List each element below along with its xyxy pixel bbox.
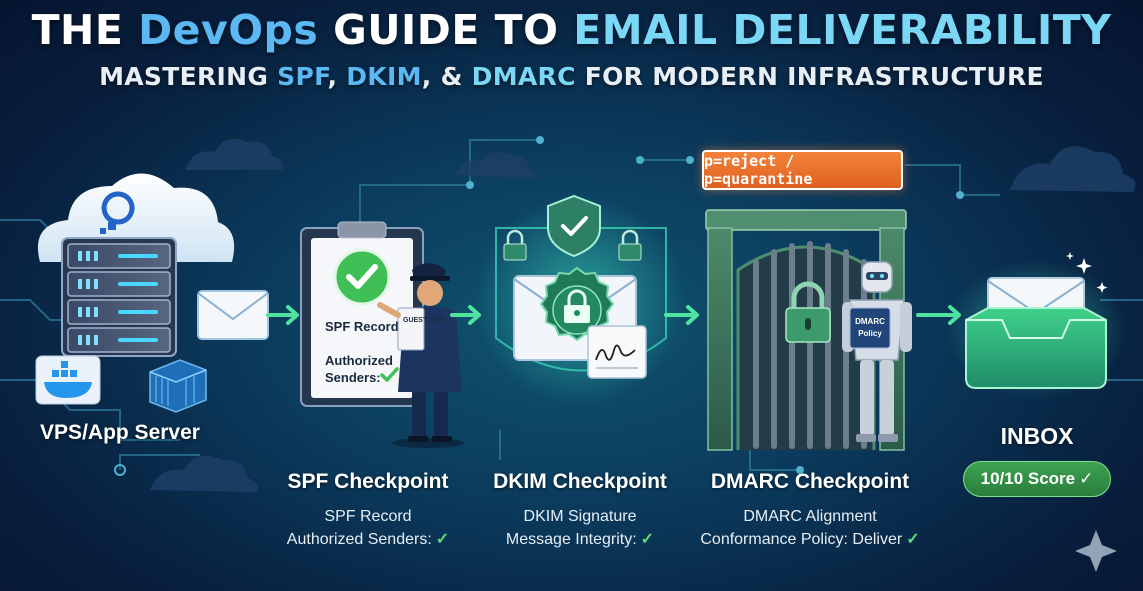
padlock-icon bbox=[785, 281, 831, 343]
dkim-checkpoint-title: DKIM Checkpoint bbox=[493, 470, 667, 493]
check-icon: ✓ bbox=[640, 531, 655, 548]
subheadline-part-5: , & bbox=[421, 62, 472, 91]
subheadline-spf: SPF bbox=[277, 62, 328, 91]
arrow-right-icon bbox=[664, 305, 699, 325]
inbox-score-badge: 10/10 Score✓ bbox=[963, 461, 1111, 497]
dmarc-details: DMARC Alignment Conformance Policy: Deli… bbox=[680, 505, 940, 551]
spf-details: SPF Record Authorized Senders:✓ bbox=[258, 505, 478, 551]
check-circle-icon bbox=[333, 248, 391, 306]
check-icon: ✓ bbox=[1079, 469, 1094, 488]
headline-part-3: GUIDE TO bbox=[318, 6, 574, 54]
spf-detail-1: SPF Record bbox=[324, 508, 412, 525]
clipboard-text-1: SPF Record bbox=[325, 319, 399, 334]
check-icon: ✓ bbox=[435, 531, 450, 548]
headline: THE DevOps GUIDE TO EMAIL DELIVERABILITY bbox=[0, 6, 1143, 54]
dkim-details: DKIM Signature Message Integrity:✓ bbox=[470, 505, 690, 551]
server-rack-icon bbox=[61, 237, 177, 357]
sparkle-icon bbox=[1066, 252, 1108, 293]
dmarc-detail-1: DMARC Alignment bbox=[743, 508, 877, 525]
clipboard-text-3: Senders: bbox=[325, 370, 381, 385]
subheadline-part-3: , bbox=[327, 62, 347, 91]
dkim-detail-2: Message Integrity:✓ bbox=[470, 528, 690, 551]
robot-badge-line-1: DMARC bbox=[855, 317, 885, 326]
subheadline-part-7: FOR MODERN INFRASTRUCTURE bbox=[575, 62, 1044, 91]
inbox-score-text: 10/10 Score bbox=[980, 469, 1076, 488]
dkim-detail-1: DKIM Signature bbox=[523, 508, 637, 525]
digitalocean-icon bbox=[100, 191, 135, 234]
padlock-icon bbox=[503, 229, 527, 261]
background-clouds bbox=[150, 138, 1136, 492]
spf-detail-2: Authorized Senders:✓ bbox=[258, 528, 478, 551]
signature-icon bbox=[587, 325, 647, 379]
robot-icon bbox=[842, 261, 912, 442]
dmarc-policy-badge: p=reject / p=quarantine bbox=[702, 150, 903, 190]
padlock-icon bbox=[618, 229, 642, 261]
spf-detail-2-text: Authorized Senders: bbox=[286, 531, 432, 548]
docker-icon bbox=[35, 355, 101, 405]
subheadline-part-1: MASTERING bbox=[99, 62, 278, 91]
sparkle-icon bbox=[1075, 530, 1117, 572]
container-icon bbox=[149, 359, 207, 413]
inbox-tray-icon bbox=[965, 307, 1107, 389]
check-icon: ✓ bbox=[906, 531, 920, 548]
dkim-detail-2-text: Message Integrity: bbox=[505, 531, 637, 548]
guest-list-text: GUEST LIST bbox=[403, 317, 445, 324]
security-guard-icon bbox=[377, 263, 464, 448]
clipboard-check-icon bbox=[380, 367, 399, 382]
subheadline: MASTERING SPF, DKIM, & DMARC FOR MODERN … bbox=[0, 62, 1143, 91]
spf-checkpoint-title: SPF Checkpoint bbox=[287, 470, 449, 493]
headline-email-deliverability: EMAIL DELIVERABILITY bbox=[573, 6, 1112, 54]
inbox-label: INBOX bbox=[1000, 423, 1074, 449]
arrow-right-icon bbox=[266, 305, 299, 325]
shield-check-icon bbox=[547, 194, 601, 258]
headline-devops: DevOps bbox=[138, 6, 319, 54]
clipboard-text-2: Authorized bbox=[325, 353, 393, 368]
subheadline-dmarc: DMARC bbox=[471, 62, 576, 91]
headline-part-1: THE bbox=[31, 6, 139, 54]
envelope-icon bbox=[197, 290, 269, 340]
subheadline-dkim: DKIM bbox=[346, 62, 422, 91]
robot-badge-line-2: Policy bbox=[858, 329, 882, 338]
dmarc-detail-2: Conformance Policy: Deliver✓ bbox=[680, 528, 940, 551]
dmarc-checkpoint-title: DMARC Checkpoint bbox=[710, 470, 910, 493]
dmarc-detail-2-text: Conformance Policy: Deliver bbox=[700, 531, 903, 548]
wax-seal-icon bbox=[539, 266, 615, 342]
server-label: VPS/App Server bbox=[40, 421, 200, 444]
